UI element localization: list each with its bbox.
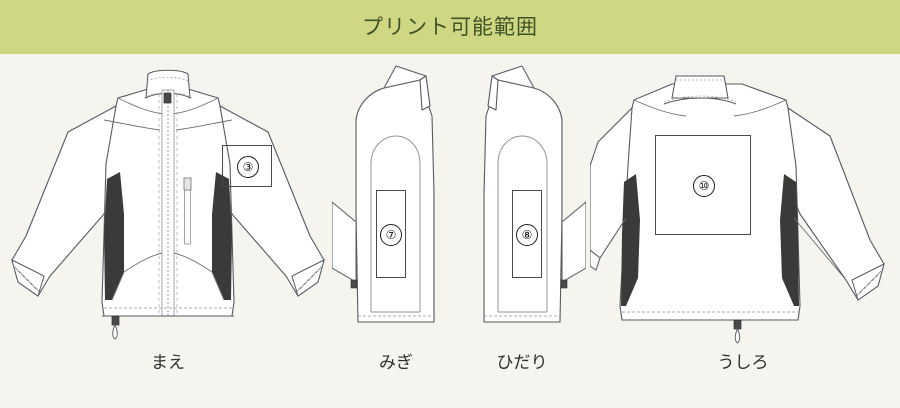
print-area-back-center[interactable]: ⑩	[655, 135, 751, 235]
print-area-marker-10: ⑩	[693, 175, 715, 197]
garment-view-back: ⑩ うしろ	[590, 54, 896, 373]
front-hem-drawcord	[111, 315, 120, 340]
front-side-panel-dark	[104, 172, 232, 300]
back-hem-drawcord	[733, 319, 742, 344]
print-area-left-sleeve[interactable]: ⑧	[512, 190, 542, 278]
print-area-right-sleeve[interactable]: ⑦	[376, 190, 406, 278]
back-side-panel-dark	[621, 174, 799, 306]
caption-right: みぎ	[379, 353, 413, 373]
front-chest-pocket-zipper	[183, 177, 192, 245]
left-hem-drawcord	[560, 279, 568, 289]
header-band: プリント可能範囲	[0, 0, 900, 54]
front-zipper	[158, 89, 178, 317]
caption-front: まえ	[151, 353, 185, 373]
print-area-marker-3: ③	[237, 156, 259, 178]
caption-left: ひだり	[496, 353, 548, 373]
print-area-marker-8: ⑧	[516, 224, 538, 246]
front-jacket-illustration	[11, 69, 325, 340]
page-title: プリント可能範囲	[362, 15, 538, 39]
print-area-marker-7: ⑦	[380, 224, 402, 246]
left-sleeve-illustration	[483, 65, 586, 323]
back-jacket-illustration	[590, 75, 885, 344]
garment-view-front: ③ まえ	[8, 54, 328, 373]
garment-view-right: ⑦ みぎ	[332, 54, 460, 373]
right-hem-drawcord	[350, 279, 358, 289]
caption-back: うしろ	[717, 353, 769, 373]
print-area-front-chest[interactable]: ③	[222, 145, 272, 187]
garment-views-stage: ③ まえ	[0, 54, 900, 408]
garment-view-left: ⑧ ひだり	[458, 54, 586, 373]
right-sleeve-illustration	[332, 65, 435, 323]
